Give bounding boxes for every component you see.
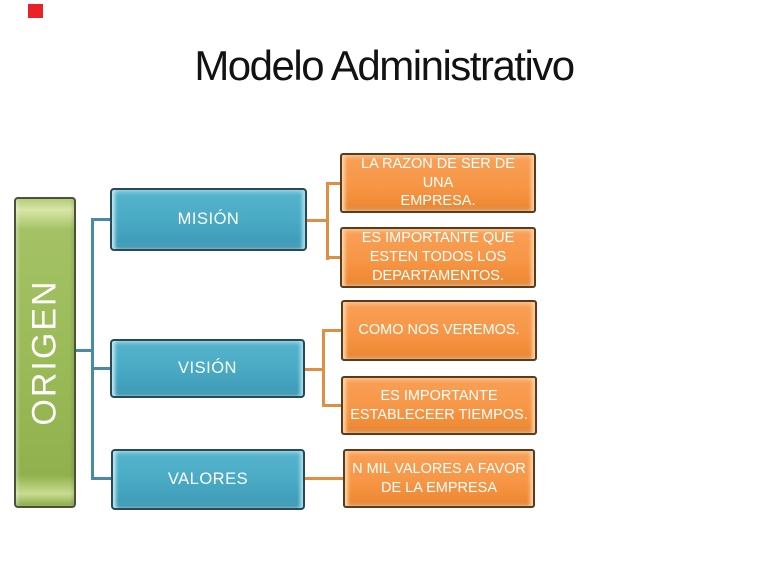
leaf-text-line: DEPARTAMENTOS. [372,267,504,284]
leaf-mision-departamentos: ES IMPORTANTE QUE ESTEN TODOS LOS DEPART… [340,227,536,288]
connector-mision-leaf1-stub [326,182,340,185]
leaf-text-line: ES IMPORTANTE QUE [361,230,515,247]
leaf-text-line: EMPRESA. [400,193,476,210]
leaf-text-line: N MIL VALORES A FAVOR [352,460,526,477]
connector-valores-leaf-stub [305,477,343,480]
connector-mision-leaf2-stub [326,256,340,259]
connector-vision-stub [94,367,110,370]
leaf-vision-tiempos: ES IMPORTANTE ESTABLECEER TIEMPOS. [341,376,537,435]
connector-origen-stub [74,349,92,352]
connector-valores-stub [91,477,111,480]
connector-mision-leaves-v [326,182,329,260]
connector-vision-leaves-h [305,368,325,371]
node-valores: VALORES [111,449,305,510]
node-valores-label: VALORES [167,470,249,488]
connector-vision-leaf1-stub [322,329,341,332]
leaf-text-line: ESTABLECEER TIEMPOS. [350,406,528,423]
connector-vision-leaves-v [322,329,325,407]
connector-mision-leaves-h [307,219,329,222]
leaf-text-line: DE LA EMPRESA [380,479,498,496]
node-origen-label: ORIGEN [25,279,64,426]
node-vision-label: VISIÓN [178,359,237,377]
leaf-vision-veremos: COMO NOS VEREMOS. [341,300,537,361]
connector-mision-stub [94,218,110,221]
connector-trunk-vertical [91,218,94,480]
leaf-text-line: ESTEN TODOS LOS [369,249,507,266]
node-origen: ORIGEN [14,197,76,508]
leaf-text-line: COMO NOS VEREMOS. [358,322,520,339]
connector-vision-leaf2-stub [322,404,341,407]
red-marker [28,4,43,18]
node-mision-label: MISIÓN [177,210,240,228]
node-mision: MISIÓN [110,188,307,251]
leaf-text-line: ES IMPORTANTE [380,387,498,404]
leaf-text-line: LA RAZON DE SER DE UNA [361,155,515,191]
node-vision: VISIÓN [110,339,305,398]
leaf-valores-empresa: N MIL VALORES A FAVOR DE LA EMPRESA [343,449,535,508]
leaf-mision-razon: LA RAZON DE SER DE UNA EMPRESA. [340,153,536,213]
slide-title: Modelo Administrativo [194,42,575,89]
